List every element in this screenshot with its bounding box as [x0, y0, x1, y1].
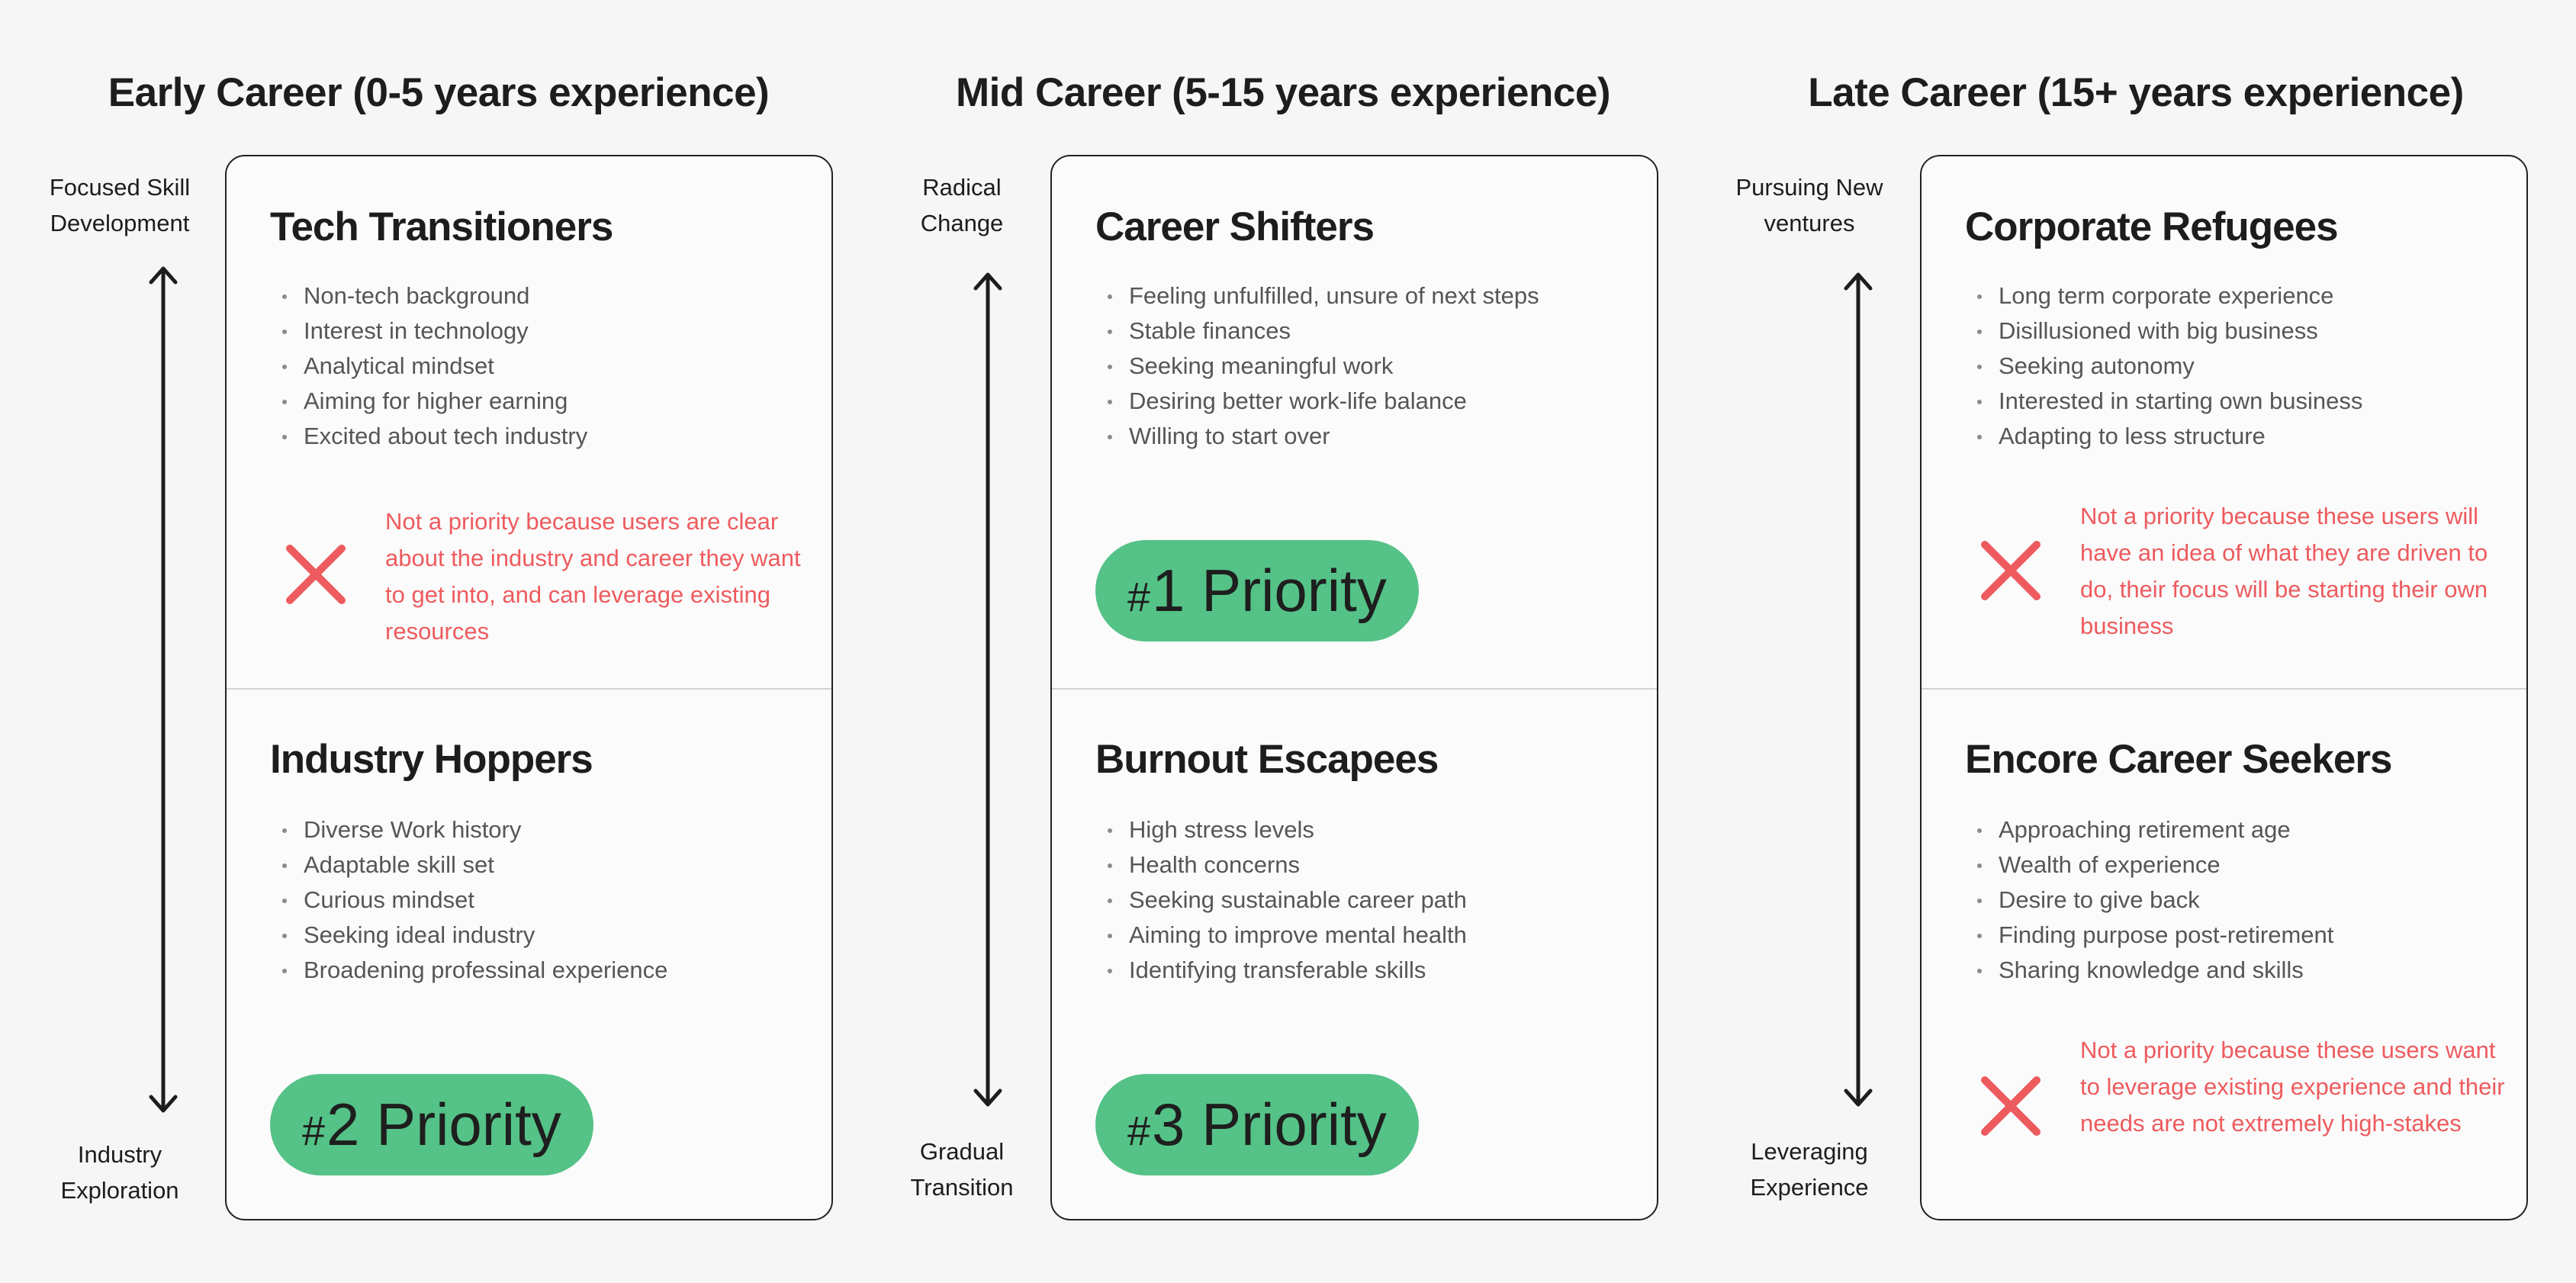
- priority-hash: #: [302, 1108, 326, 1154]
- segment-card-early-career: Tech Transitioners Non-tech background I…: [225, 155, 833, 1220]
- list-item: Interested in starting own business: [1965, 384, 2362, 419]
- list-item: Long term corporate experience: [1965, 278, 2362, 314]
- list-item: Aiming for higher earning: [270, 384, 587, 419]
- not-priority-note: Not a priority because these users will …: [2080, 503, 2488, 639]
- list-item: High stress levels: [1095, 812, 1467, 847]
- axis-top-line-2: ventures: [1764, 210, 1855, 236]
- list-item: Stable finances: [1095, 314, 1539, 349]
- priority-label: 1 Priority: [1152, 557, 1387, 624]
- segment-bullet-list: Approaching retirement age Wealth of exp…: [1965, 812, 2333, 988]
- axis-bottom-line-1: Leveraging: [1751, 1138, 1868, 1165]
- list-item: Seeking autonomy: [1965, 349, 2362, 384]
- segment-title: Career Shifters: [1095, 204, 1375, 249]
- segment-bullet-list: High stress levels Health concerns Seeki…: [1095, 812, 1467, 988]
- list-item: Excited about tech industry: [270, 419, 587, 454]
- list-item: Desire to give back: [1965, 883, 2333, 918]
- list-item: Adapting to less structure: [1965, 419, 2362, 454]
- segment-title: Burnout Escapees: [1095, 737, 1439, 782]
- list-item: Seeking ideal industry: [270, 918, 667, 953]
- list-item: Approaching retirement age: [1965, 812, 2333, 847]
- list-item: Diverse Work history: [270, 812, 667, 847]
- list-item: Seeking meaningful work: [1095, 349, 1539, 384]
- segment-card-mid-career: Career Shifters Feeling unfulfilled, uns…: [1050, 155, 1658, 1220]
- list-item: Willing to start over: [1095, 419, 1539, 454]
- list-item: Desiring better work-life balance: [1095, 384, 1539, 419]
- close-x-icon: [1981, 1076, 2041, 1136]
- axis-top-label-early: Focused Skill Development: [21, 169, 219, 241]
- list-item: Sharing knowledge and skills: [1965, 953, 2333, 988]
- priority-badge: #1 Priority: [1095, 540, 1419, 642]
- double-headed-arrow-icon: [973, 272, 1002, 1107]
- axis-top-line-2: Development: [50, 210, 190, 236]
- axis-top-label-mid: Radical Change: [863, 169, 1061, 241]
- list-item: Wealth of experience: [1965, 847, 2333, 883]
- segment-title: Encore Career Seekers: [1965, 737, 2392, 782]
- priority-hash: #: [1127, 1108, 1151, 1154]
- not-priority-note: Not a priority because users are clear a…: [385, 508, 801, 645]
- double-headed-arrow-icon: [149, 266, 178, 1113]
- close-x-icon: [1981, 541, 2041, 600]
- segment-title: Industry Hoppers: [270, 737, 593, 782]
- list-item: Interest in technology: [270, 314, 587, 349]
- priority-label: 3 Priority: [1152, 1091, 1387, 1158]
- segment-divider: [1922, 688, 2526, 690]
- segment-bullet-list: Diverse Work history Adaptable skill set…: [270, 812, 667, 988]
- segment-bullet-list: Non-tech background Interest in technolo…: [270, 278, 587, 454]
- list-item: Disillusioned with big business: [1965, 314, 2362, 349]
- double-headed-arrow-icon: [1844, 272, 1873, 1107]
- list-item: Broadening professinal experience: [270, 953, 667, 988]
- list-item: Finding purpose post-retirement: [1965, 918, 2333, 953]
- list-item: Curious mindset: [270, 883, 667, 918]
- axis-top-line-1: Radical: [922, 174, 1002, 201]
- axis-top-line-1: Focused Skill: [49, 174, 191, 201]
- segment-title: Tech Transitioners: [270, 204, 613, 249]
- list-item: Adaptable skill set: [270, 847, 667, 883]
- axis-bottom-line-1: Gradual: [919, 1138, 1005, 1165]
- axis-bottom-line-2: Transition: [910, 1174, 1014, 1201]
- list-item: Feeling unfulfilled, unsure of next step…: [1095, 278, 1539, 314]
- list-item: Analytical mindset: [270, 349, 587, 384]
- list-item: Non-tech background: [270, 278, 587, 314]
- axis-bottom-line-2: Exploration: [60, 1177, 179, 1204]
- axis-bottom-label-late: Leveraging Experience: [1710, 1133, 1909, 1205]
- column-title-late-career: Late Career (15+ years experience): [1808, 70, 2464, 115]
- segment-bullet-list: Feeling unfulfilled, unsure of next step…: [1095, 278, 1539, 454]
- list-item: Seeking sustainable career path: [1095, 883, 1467, 918]
- not-priority-note: Not a priority because these users want …: [2080, 1037, 2505, 1137]
- list-item: Aiming to improve mental health: [1095, 918, 1467, 953]
- axis-bottom-label-mid: Gradual Transition: [863, 1133, 1061, 1205]
- priority-badge: #3 Priority: [1095, 1074, 1419, 1175]
- priority-badge: #2 Priority: [270, 1074, 593, 1175]
- close-x-icon: [286, 545, 346, 604]
- segment-bullet-list: Long term corporate experience Disillusi…: [1965, 278, 2362, 454]
- list-item: Identifying transferable skills: [1095, 953, 1467, 988]
- list-item: Health concerns: [1095, 847, 1467, 883]
- segment-divider: [227, 688, 831, 690]
- column-title-mid-career: Mid Career (5-15 years experience): [956, 70, 1610, 115]
- axis-top-label-late: Pursuing New ventures: [1710, 169, 1909, 241]
- column-title-early-career: Early Career (0-5 years experience): [108, 70, 770, 115]
- segment-card-late-career: Corporate Refugees Long term corporate e…: [1920, 155, 2528, 1220]
- axis-top-line-1: Pursuing New: [1735, 174, 1883, 201]
- axis-bottom-line-1: Industry: [77, 1141, 162, 1168]
- axis-bottom-line-2: Experience: [1750, 1174, 1869, 1201]
- priority-hash: #: [1127, 574, 1151, 620]
- segment-title: Corporate Refugees: [1965, 204, 2339, 249]
- axis-top-line-2: Change: [920, 210, 1004, 236]
- priority-label: 2 Priority: [326, 1091, 561, 1158]
- segment-divider: [1052, 688, 1657, 690]
- axis-bottom-label-early: Industry Exploration: [21, 1137, 219, 1208]
